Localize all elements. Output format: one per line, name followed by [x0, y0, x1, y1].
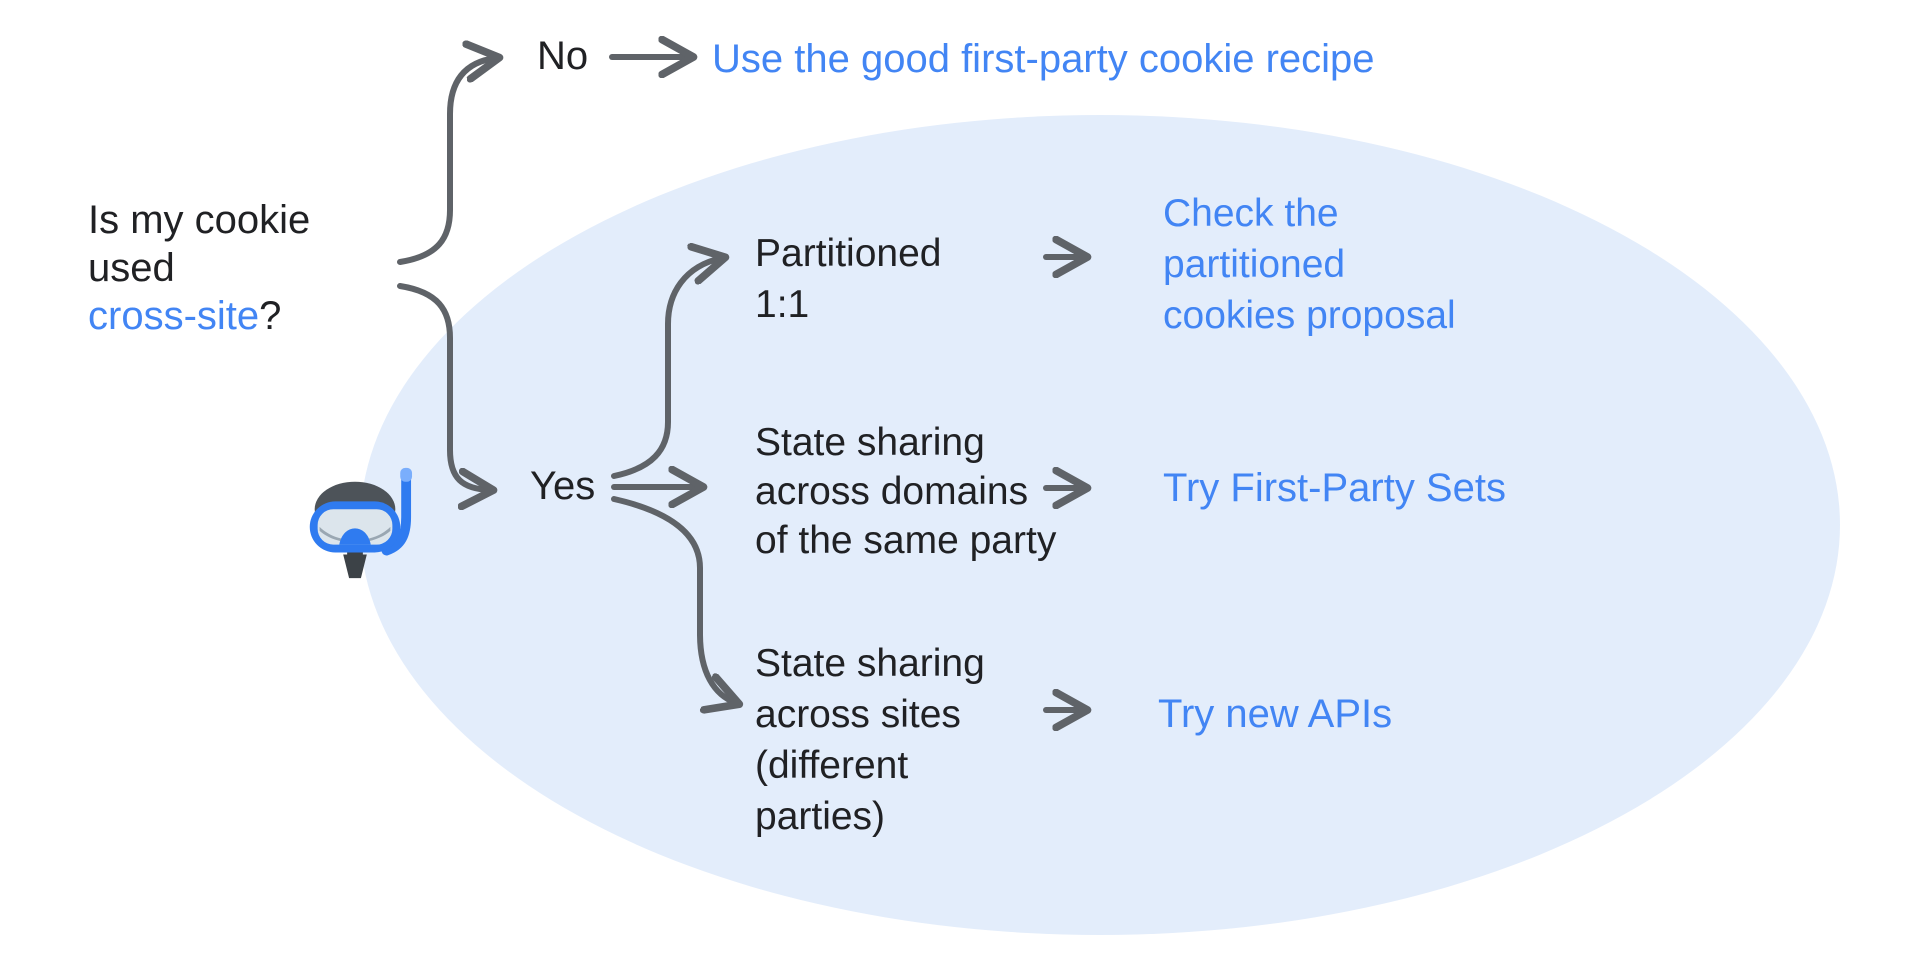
- partitioned-cookies-proposal-link[interactable]: Check the partitioned cookies proposal: [1163, 192, 1456, 337]
- arrow-yes-to-sites: [611, 496, 736, 703]
- arrow-question-to-yes: [397, 283, 490, 490]
- yes-label: Yes: [530, 464, 596, 508]
- new-apis-link[interactable]: Try new APIs: [1158, 692, 1393, 736]
- no-label: No: [537, 34, 589, 78]
- case-same-party-condition: State sharing across domains of the same…: [755, 421, 1057, 562]
- arrow-question-to-no: [397, 58, 496, 265]
- diving-mask-icon: [309, 467, 413, 579]
- case-partitioned-condition: Partitioned 1:1: [755, 232, 942, 326]
- case-different-parties-condition: State sharing across sites (different pa…: [755, 642, 985, 838]
- arrow-yes-to-partitioned: [611, 258, 722, 479]
- third-party-highlight-ellipse: [360, 115, 1840, 935]
- cross-site-link[interactable]: cross-site: [88, 294, 260, 338]
- question-plain-text: Is my cookie used: [88, 198, 311, 290]
- question-text: Is my cookie used cross-site?: [88, 196, 310, 340]
- question-suffix: ?: [259, 294, 282, 338]
- first-party-sets-link[interactable]: Try First-Party Sets: [1163, 466, 1506, 510]
- first-party-recipe-link[interactable]: Use the good first-party cookie recipe: [712, 37, 1375, 81]
